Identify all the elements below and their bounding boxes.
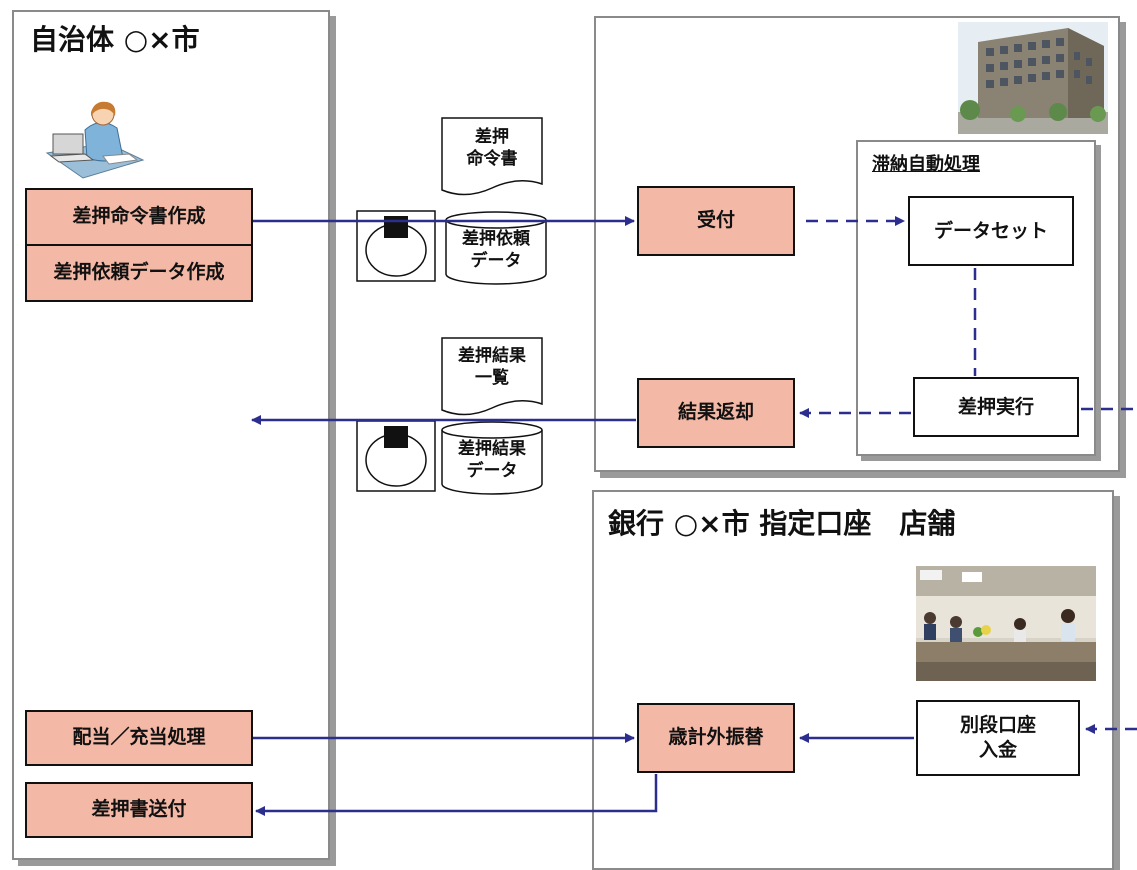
- return-results-box[interactable]: 結果返却: [637, 378, 795, 448]
- municipality-title: 自治体 ○×市: [30, 23, 200, 56]
- result-data-cylinder: [441, 421, 543, 495]
- data-set-box[interactable]: データセット: [908, 196, 1074, 266]
- arrow-transfer-to-send-notice: [255, 774, 658, 816]
- office-worker-icon: [45, 101, 145, 179]
- order-document-shape: [441, 117, 543, 196]
- request-data-cylinder: [445, 211, 547, 285]
- bank-title: 銀行 ○×市 指定口座 店舗: [608, 507, 956, 540]
- allocation-box[interactable]: 配当／充当処理: [25, 710, 253, 766]
- request-data-label: 差押依頼 データ: [462, 229, 530, 272]
- city-hall-building-icon: [958, 22, 1108, 134]
- request-data-creation-box[interactable]: 差押依頼データ作成: [25, 244, 253, 302]
- result-data-label: 差押結果 データ: [458, 439, 526, 482]
- send-notice-box[interactable]: 差押書送付: [25, 782, 253, 838]
- mt-tape-icon: [356, 420, 436, 492]
- order-creation-box[interactable]: 差押命令書作成: [25, 188, 253, 246]
- bank-counter-icon: [916, 566, 1096, 681]
- flow-arrows: [251, 216, 1137, 816]
- result-list-document-label: 差押結果 一覧: [458, 346, 526, 389]
- transfer-box[interactable]: 歳計外振替: [637, 703, 795, 773]
- receive-box[interactable]: 受付: [637, 186, 795, 256]
- execute-box[interactable]: 差押実行: [913, 377, 1079, 437]
- deposit-box[interactable]: 別段口座 入金: [916, 700, 1080, 776]
- order-document-label: 差押 命令書: [466, 127, 518, 170]
- result-list-document-shape: [441, 337, 543, 416]
- auto-process-title: 滞納自動処理: [872, 154, 980, 175]
